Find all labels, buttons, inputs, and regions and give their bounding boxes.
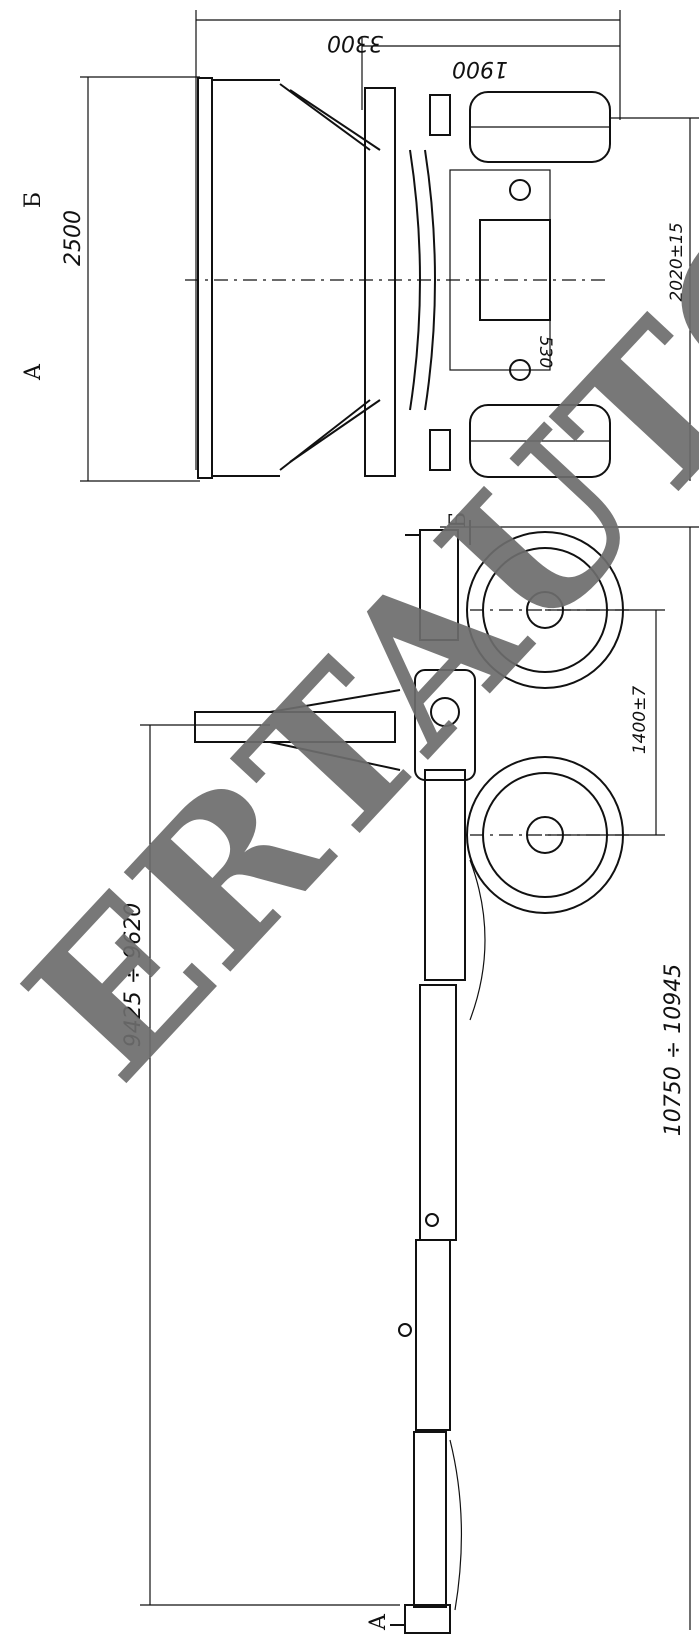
- axle-hub: [479, 219, 551, 321]
- mast-brace-bottom: [269, 741, 401, 771]
- bogie-housing: [414, 669, 476, 781]
- spring-right: [424, 149, 436, 411]
- drawbar-front: [415, 1239, 451, 1431]
- dim-overall-length: 10750 ÷ 10945: [661, 964, 686, 1136]
- dim-small-offset: 530: [535, 336, 555, 368]
- dim-height: 2500: [61, 210, 86, 266]
- eye-coupling: [404, 1604, 451, 1634]
- bracket-bottom: [429, 429, 451, 471]
- side-view: 9425 ÷ 9620 10750 ÷ 10945 1400±7 Б А: [121, 512, 699, 1634]
- axle-housing: [449, 169, 551, 371]
- brace-upper: [279, 83, 371, 151]
- bolt-icon: [509, 179, 531, 201]
- fitting-icon: [425, 1213, 439, 1227]
- view-label-a: А: [21, 363, 46, 380]
- dim-coupling-length: 9425 ÷ 9620: [121, 903, 146, 1047]
- headboard-frame: [197, 77, 213, 479]
- main-beam: [364, 87, 396, 477]
- stake-mast: [194, 711, 396, 743]
- dim-axle-spacing: 1400±7: [630, 686, 650, 755]
- view-label-b: Б: [21, 192, 46, 208]
- bolt-icon: [509, 359, 531, 381]
- fitting-icon: [398, 1323, 412, 1337]
- drawbar-rear: [424, 769, 466, 981]
- brake-hose: [469, 859, 486, 1021]
- bogie-pivot-icon: [430, 697, 460, 727]
- rear-bracket: [419, 529, 459, 641]
- dim-overall-width: 3300: [327, 30, 383, 55]
- section-marker-b: Б: [446, 512, 471, 528]
- drawbar-middle: [419, 984, 457, 1241]
- dim-fifth-wheel-height: 2020±15: [667, 222, 687, 301]
- bracket-top: [429, 94, 451, 136]
- watermark-text: ERTAUTO.R: [0, 0, 699, 1123]
- brace-upper-2: [289, 89, 381, 151]
- section-marker-a: А: [366, 1613, 391, 1630]
- mast-brace-top: [269, 689, 401, 713]
- air-line: [449, 1439, 463, 1611]
- drawbar-tip: [413, 1431, 447, 1608]
- end-view: 3300 1900 2500 2020±15 530 А Б: [21, 10, 699, 482]
- brace-lower-2: [289, 399, 381, 463]
- dim-track-width: 1900: [452, 56, 508, 81]
